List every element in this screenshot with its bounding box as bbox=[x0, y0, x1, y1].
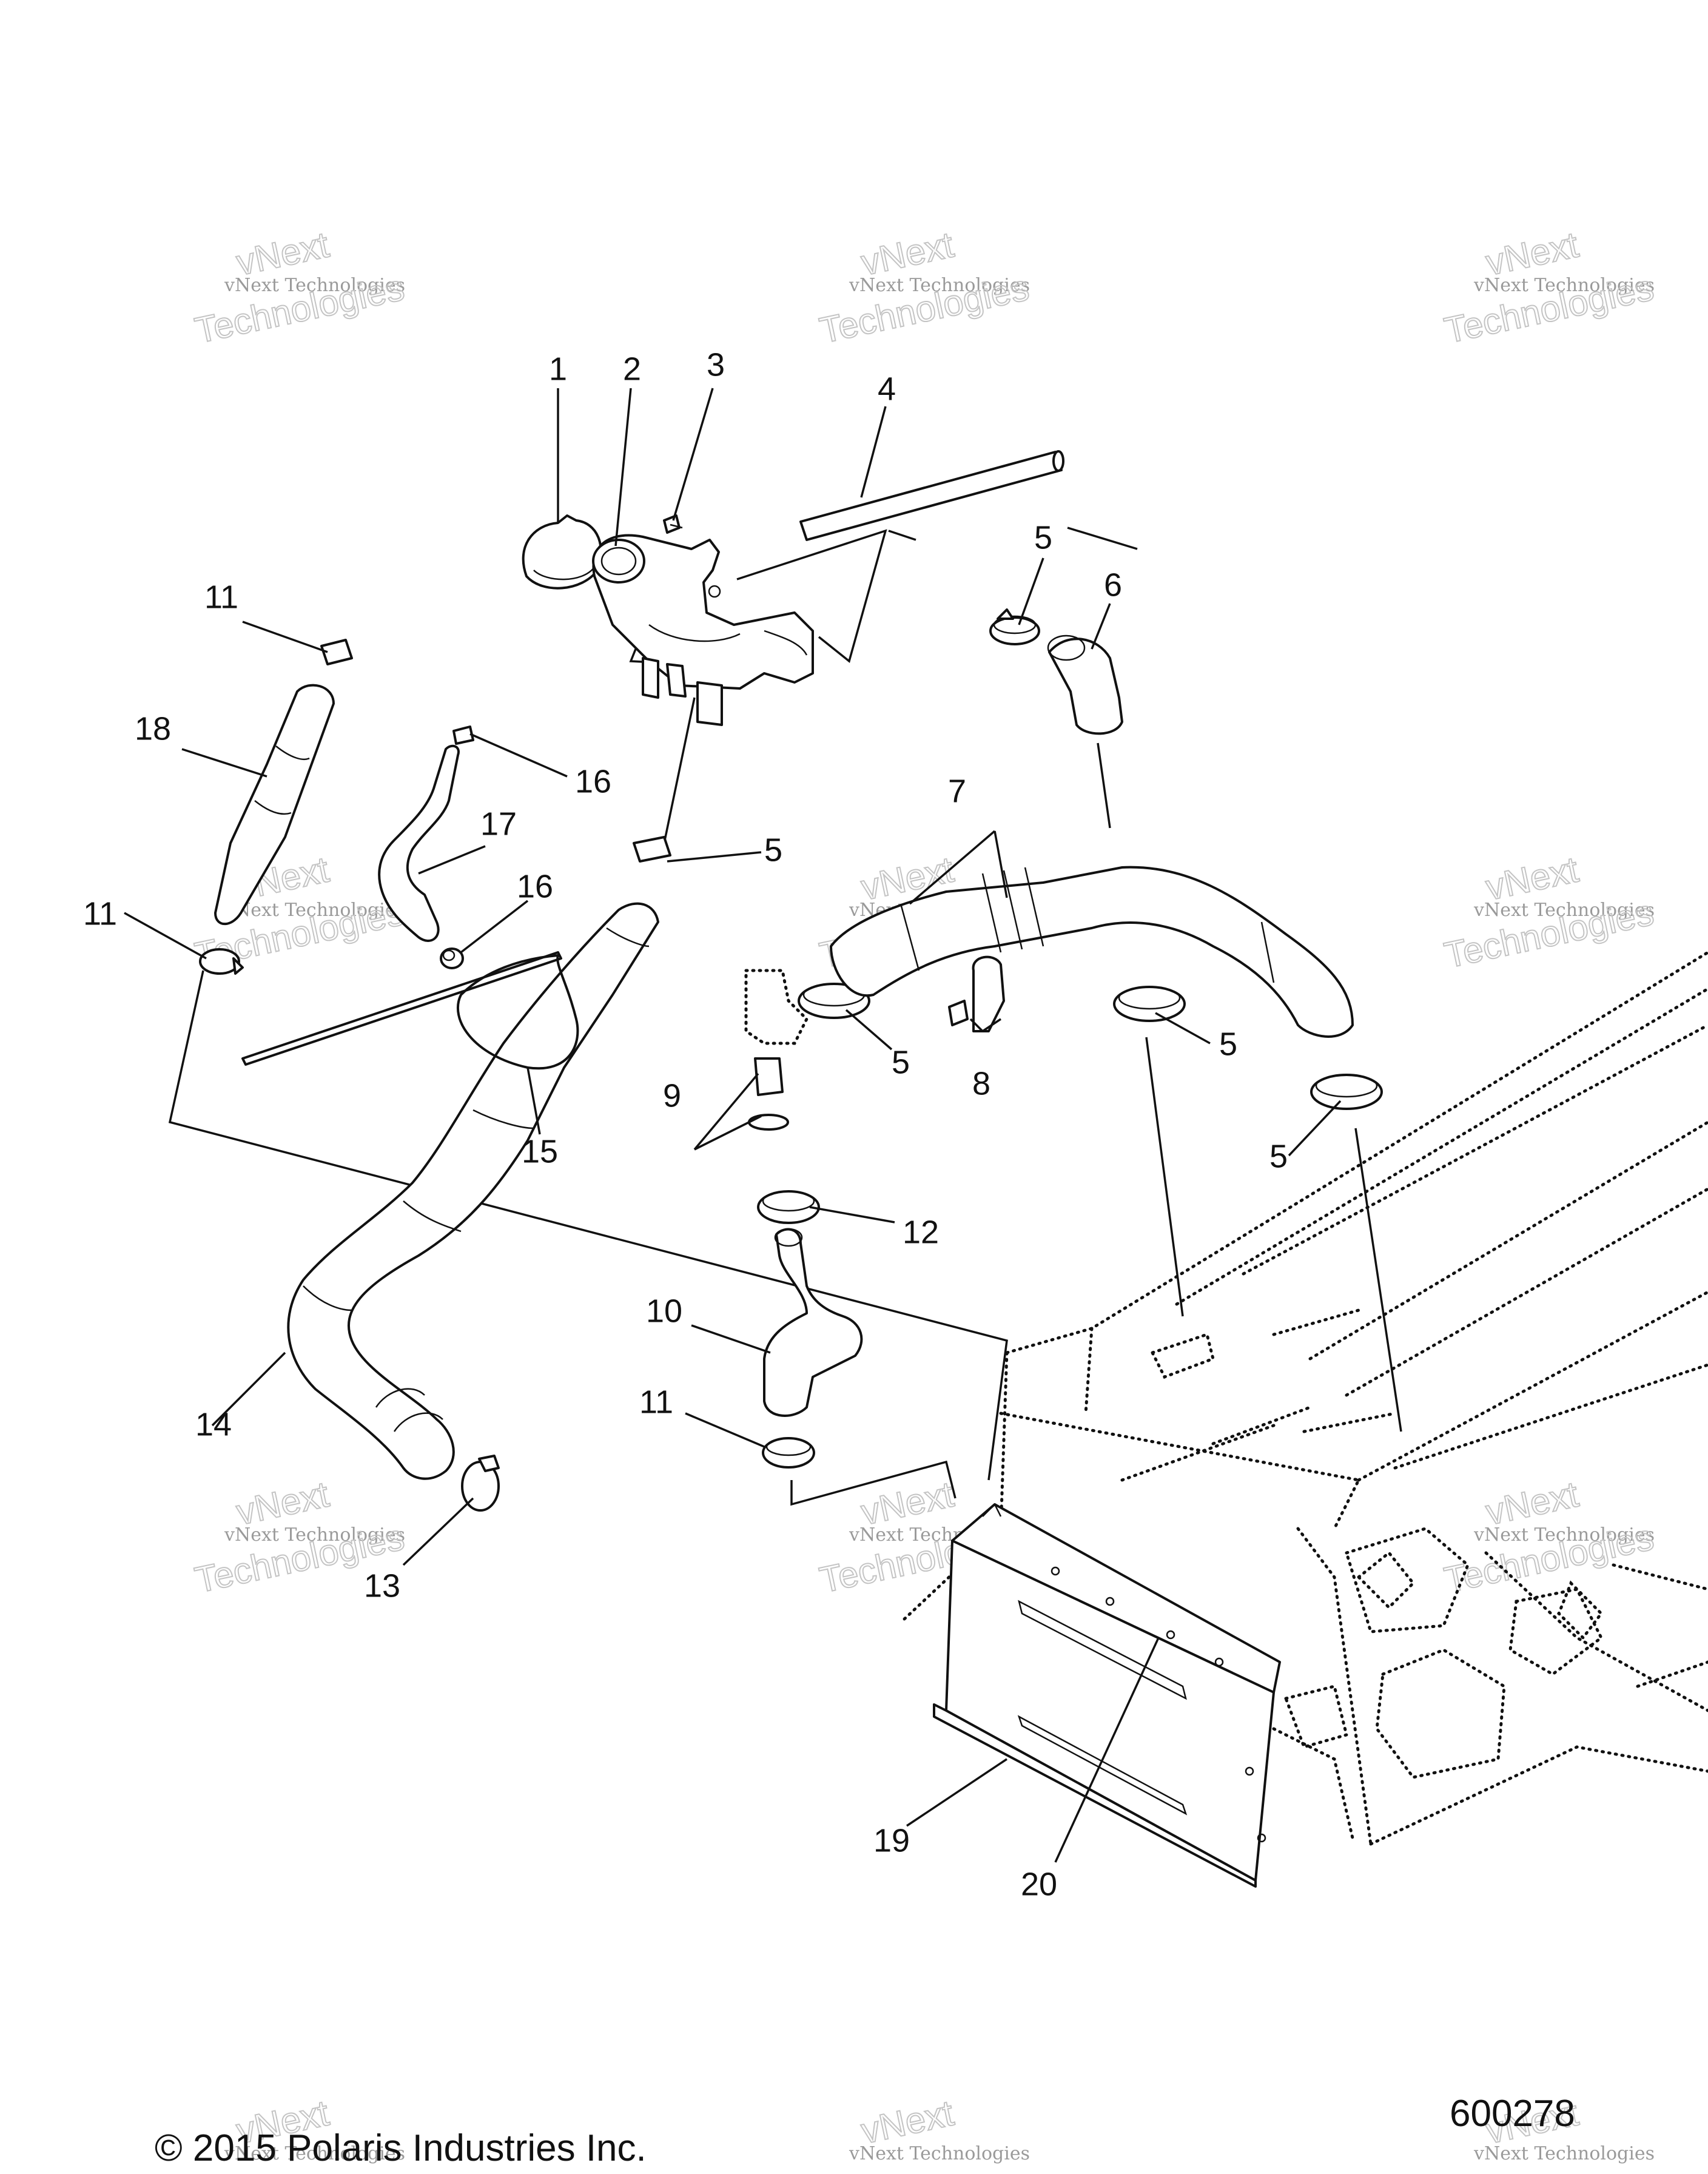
figure-number: 600278 bbox=[1450, 2093, 1575, 2135]
callout-7: 7 bbox=[948, 773, 966, 809]
callout-10: 10 bbox=[646, 1293, 682, 1329]
watermark: vNext vNext Technologies Technologies bbox=[1441, 1473, 1658, 1601]
watermark: vNext vNext Technologies Technologies bbox=[1441, 848, 1658, 976]
callout-leaders bbox=[124, 388, 1342, 1863]
watermark: vNext vNext Technologies Technologies bbox=[191, 223, 409, 351]
part-7-hose bbox=[830, 866, 1354, 1038]
callout-5: 5 bbox=[892, 1044, 910, 1080]
part-4-tube bbox=[799, 450, 1064, 541]
callout-9: 9 bbox=[663, 1077, 681, 1114]
callout-17: 17 bbox=[480, 806, 517, 842]
watermark-text: vNext Technologies bbox=[1473, 275, 1655, 296]
part-9-thermostat bbox=[744, 969, 809, 1131]
part-5-clamp bbox=[989, 608, 1040, 645]
callout-14: 14 bbox=[195, 1406, 232, 1442]
callout-11: 11 bbox=[204, 579, 238, 615]
reference-lines bbox=[168, 527, 1402, 1506]
callout-13: 13 bbox=[364, 1567, 400, 1604]
callout-5: 5 bbox=[1219, 1026, 1237, 1062]
watermark-text: vNext Technologies bbox=[849, 2143, 1030, 2164]
part-16-fitting bbox=[440, 947, 464, 969]
callout-11: 11 bbox=[83, 895, 117, 932]
watermark: vNext vNext Technologies bbox=[1473, 2092, 1655, 2164]
part-5-clamp bbox=[633, 836, 671, 863]
callout-8: 8 bbox=[972, 1065, 990, 1102]
watermark-text: vNext Technologies bbox=[1473, 2143, 1655, 2164]
part-16-fitting bbox=[452, 725, 474, 745]
callout-11: 11 bbox=[639, 1384, 673, 1420]
radiator-bracket bbox=[933, 1503, 1281, 1888]
part-11-clamp bbox=[199, 948, 244, 975]
part-13-clamp bbox=[461, 1455, 500, 1512]
watermark: vNext vNext Technologies Technologies bbox=[816, 223, 1034, 351]
callout-12: 12 bbox=[903, 1214, 939, 1250]
callout-4: 4 bbox=[878, 371, 896, 407]
part-5-clamp bbox=[1113, 986, 1186, 1022]
part-2-reservoir bbox=[592, 534, 814, 726]
callout-19: 19 bbox=[873, 1822, 910, 1859]
callout-15: 15 bbox=[522, 1133, 558, 1169]
part-17-small-hose bbox=[378, 744, 460, 942]
callout-5: 5 bbox=[764, 832, 782, 868]
callout-3: 3 bbox=[707, 346, 725, 383]
part-6-elbow-hose bbox=[1047, 634, 1123, 735]
watermark-text: vNext Technologies bbox=[224, 2143, 405, 2164]
callout-5: 5 bbox=[1269, 1138, 1288, 1174]
watermark-text: vNext Technologies bbox=[224, 1524, 405, 1546]
callout-16: 16 bbox=[517, 868, 553, 904]
callout-16: 16 bbox=[575, 763, 611, 799]
watermark: vNext vNext Technologies Technologies bbox=[1441, 223, 1658, 351]
watermark: vNext vNext Technologies bbox=[849, 2092, 1030, 2164]
callout-5: 5 bbox=[764, 832, 782, 868]
part-12-clamp bbox=[757, 1190, 820, 1224]
callouts: 1 2 3 4 5 6 5 7 11 18 16 17 5 16 11 5 8 … bbox=[83, 346, 1288, 1902]
watermark-text: vNext Technologies bbox=[1473, 1524, 1655, 1546]
part-5-clamp bbox=[1310, 1074, 1383, 1110]
callout-18: 18 bbox=[135, 710, 171, 747]
part-14-hose bbox=[287, 902, 659, 1480]
watermark-text: vNext Technologies bbox=[224, 275, 405, 296]
callout-20: 20 bbox=[1021, 1866, 1057, 1902]
callout-2: 2 bbox=[623, 351, 641, 387]
part-11-clamp bbox=[762, 1437, 815, 1469]
callout-6: 6 bbox=[1104, 567, 1122, 603]
part-8-p-clamp bbox=[948, 955, 1005, 1032]
part-10-elbow-hose bbox=[763, 1228, 863, 1417]
part-1-cap bbox=[522, 514, 602, 590]
watermark-text: vNext Technologies bbox=[1473, 900, 1655, 921]
part-11-clamp bbox=[320, 639, 353, 665]
watermark-text: vNext Technologies bbox=[224, 900, 405, 921]
part-3-screw bbox=[663, 514, 683, 534]
part-15-tie-strap bbox=[241, 951, 579, 1070]
copyright-text: © 2015 Polaris Industries Inc. bbox=[155, 2127, 647, 2169]
callout-1: 1 bbox=[549, 351, 567, 387]
part-5-clamp bbox=[798, 983, 870, 1019]
watermark-text: vNext Technologies bbox=[849, 275, 1030, 296]
part-18-hose bbox=[214, 684, 335, 926]
callout-5: 5 bbox=[1034, 519, 1052, 556]
